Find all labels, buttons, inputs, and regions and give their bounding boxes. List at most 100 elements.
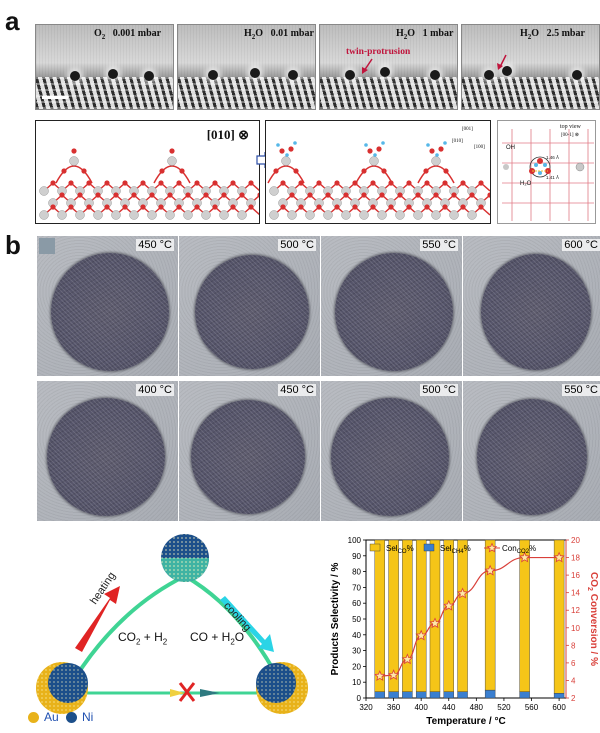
bar-sel-co	[519, 539, 530, 692]
legend-label: SelCO%	[386, 544, 414, 555]
y-tick-label: 10	[352, 678, 361, 687]
tem-image: 600 °C	[463, 236, 600, 376]
nanoparticle	[46, 398, 165, 516]
temperature-label: 450 °C	[136, 239, 174, 251]
bar-sel-co	[415, 539, 427, 692]
bar-sel-co	[443, 539, 454, 692]
stem-frame-1: O2 0.001 mbar	[35, 24, 174, 110]
nanoparticle	[50, 253, 169, 371]
top-view-title: top view	[560, 124, 581, 130]
y2-tick-label: 4	[571, 676, 576, 685]
legend-label: SelCH4%	[440, 544, 471, 555]
y-tick-label: 100	[348, 536, 362, 545]
x-tick-label: 360	[387, 703, 401, 712]
tem-image: 500 °C	[179, 236, 320, 376]
y-tick-label: 40	[352, 631, 361, 640]
distance-label-1: 1.46 Å	[546, 155, 560, 160]
selectivity-conversion-chart: 0102030405060708090100246810121416182032…	[330, 536, 598, 727]
structure-model-before: [010] ⊗	[35, 120, 260, 224]
nanoparticle	[190, 400, 305, 514]
y2-tick-label: 12	[571, 606, 580, 615]
stem-gas-label-4: H2O 2.5 mbar	[520, 28, 585, 41]
conversion-point	[484, 564, 496, 576]
y2-tick-label: 16	[571, 571, 580, 580]
x-tick-label: 480	[470, 703, 484, 712]
twin-arrow	[362, 58, 373, 74]
temperature-label: 600 °C	[562, 239, 600, 251]
atomic-model-1	[39, 148, 259, 220]
heating-arrow	[75, 586, 120, 652]
stem-frame-3: H2O 1 mbar twin-protrusion	[319, 24, 458, 110]
conversion-point	[401, 653, 414, 665]
left-reaction-label: CO2 + H2	[118, 630, 168, 647]
stem-gas-label-2: H2O 0.01 mbar	[244, 28, 314, 41]
bar-sel-ch4	[457, 691, 468, 699]
temperature-label: 400 °C	[136, 384, 174, 396]
oh-label: OH	[506, 145, 515, 151]
x-tick-label: 320	[359, 703, 373, 712]
ni-legend-label: Ni	[82, 710, 94, 724]
bar-sel-ch4	[484, 689, 496, 699]
right-reaction-label: CO + H2O	[190, 630, 245, 647]
temperature-label: 500 °C	[278, 239, 316, 251]
y2-tick-label: 18	[571, 554, 580, 563]
y-tick-label: 50	[352, 615, 361, 624]
x-tick-label: 400	[414, 703, 428, 712]
bar-sel-co	[429, 539, 441, 692]
bar-sel-ch4	[402, 691, 413, 699]
scale-bar	[42, 96, 68, 99]
y-tick-label: 70	[352, 583, 361, 592]
y2-tick-label: 20	[571, 536, 580, 545]
x-tick-label: 560	[525, 703, 539, 712]
blocked-cross-icon	[178, 682, 196, 702]
axis-100-label: [100]	[474, 145, 485, 150]
conversion-point	[387, 669, 400, 681]
tem-image: 550 °C	[463, 381, 600, 521]
legend-label: ConCO2%	[502, 544, 536, 555]
conversion-point	[443, 599, 455, 611]
legend-swatch	[423, 543, 435, 552]
structure-model-after: [001] [010] [100]	[265, 120, 491, 224]
bar-sel-ch4	[519, 691, 530, 699]
h2o-label: H₂O	[520, 181, 532, 187]
protrusion-arrow	[497, 54, 507, 70]
tem-image: 400 °C	[37, 381, 178, 521]
y-tick-label: 20	[352, 662, 361, 671]
tem-image: 550 °C	[321, 236, 462, 376]
ni-legend-icon	[66, 712, 77, 723]
stem-gas-label-3: H2O 1 mbar	[396, 28, 454, 41]
tem-image: 450 °C	[37, 236, 178, 376]
zone-axis-label: [010] ⊗	[206, 127, 249, 142]
y-tick-label: 60	[352, 599, 361, 608]
panel-b-letter: b	[5, 230, 21, 260]
stem-frame-2: H2O 0.01 mbar	[177, 24, 316, 110]
top-view-zone: [00-1] ⊗	[561, 133, 579, 138]
bar-sel-ch4	[374, 691, 385, 699]
nanoparticle	[476, 399, 587, 515]
y2-tick-label: 8	[571, 641, 576, 650]
nanoparticle	[194, 255, 309, 369]
temperature-label: 550 °C	[562, 384, 600, 396]
y-tick-label: 0	[357, 694, 362, 703]
bar-sel-ch4	[388, 691, 399, 699]
bar-sel-ch4	[429, 691, 441, 699]
bar-sel-co	[553, 539, 565, 694]
bar-sel-co	[457, 539, 468, 692]
inset-square	[39, 238, 55, 254]
y2-tick-label: 6	[571, 659, 576, 668]
axis-001-label: [001]	[462, 127, 473, 132]
bar-sel-co	[388, 539, 399, 692]
y-tick-label: 30	[352, 647, 361, 656]
stem-gas-label-1: O2 0.001 mbar	[94, 28, 162, 41]
tem-image: 500 °C	[321, 381, 462, 521]
legend-swatch	[369, 543, 381, 552]
au-legend-icon	[28, 712, 39, 723]
y2-tick-label: 10	[571, 624, 580, 633]
x-tick-label: 440	[442, 703, 456, 712]
chart-legend: SelCO% SelCH4% ConCO2%	[369, 542, 536, 555]
bar-sel-co	[484, 539, 496, 691]
particle-right	[256, 662, 308, 714]
temperature-label: 500 °C	[420, 384, 458, 396]
stem-frame-4: H2O 2.5 mbar	[461, 24, 600, 110]
x-axis-label: Temperature / °C	[426, 716, 505, 727]
